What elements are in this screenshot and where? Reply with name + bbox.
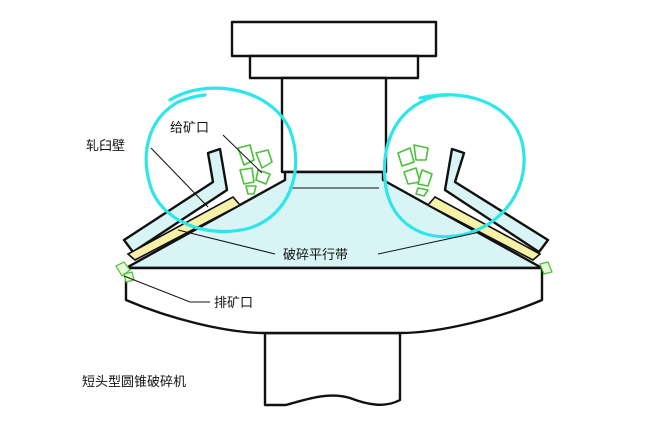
leader-lines [123,134,481,303]
lower-shaft [263,331,402,407]
leader-feed-opening [222,134,263,174]
base-body [124,266,544,335]
highlight-ring-right [382,93,526,239]
fine-ore-left [115,261,135,283]
leader-parallel-right [377,231,481,255]
label-parallel-zone: 破碎平行带 [283,248,348,263]
caption: 短头型圆锥破碎机 [82,375,186,390]
label-discharge-opening: 排矿口 [214,296,253,311]
ore-pieces-right [397,144,433,197]
highlight-ring-left [144,86,298,234]
leader-bowl-liner [150,147,209,208]
parallel-zone-left [126,195,242,261]
bowl-liner-right [443,147,550,254]
fine-ore-right [539,261,553,275]
shaft-top-cap [230,20,438,174]
label-feed-opening: 给矿口 [170,121,209,136]
label-bowl-liner: 轧臼壁 [86,139,125,154]
leader-discharge [123,275,210,303]
leader-parallel-left [177,229,276,255]
ore-pieces-left [237,144,273,195]
